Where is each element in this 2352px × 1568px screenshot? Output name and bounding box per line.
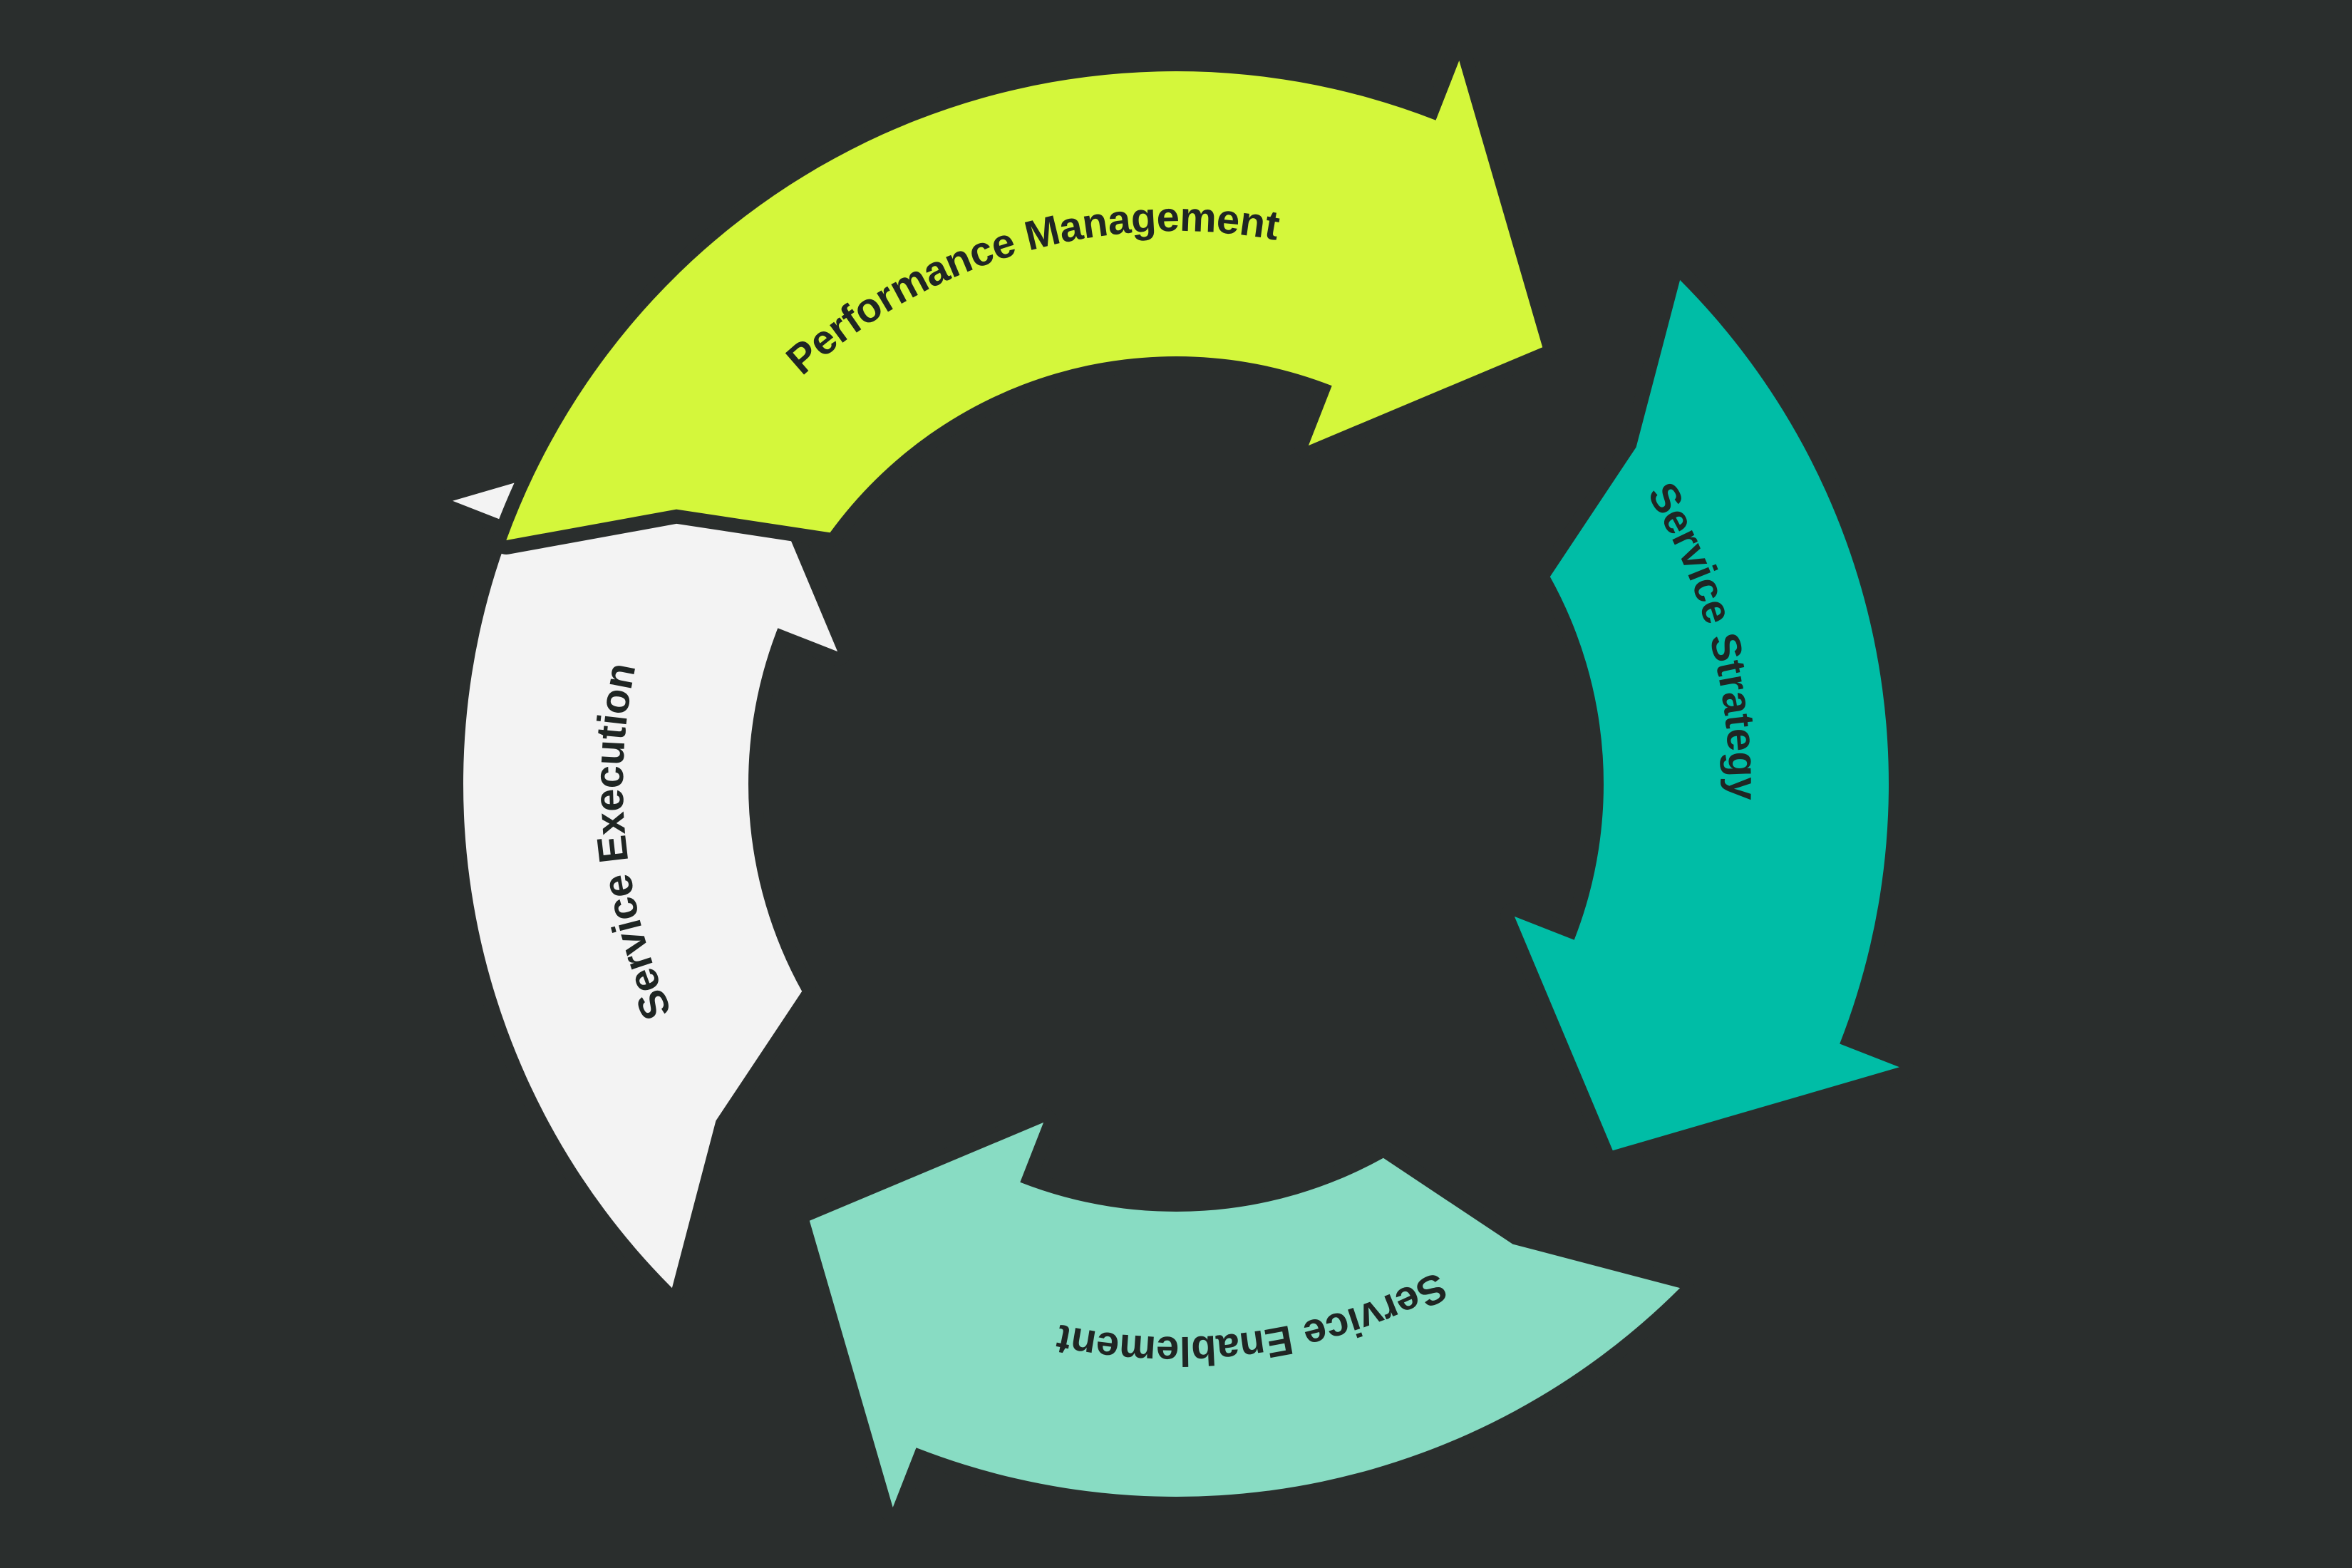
arrows-layer [438, 46, 1914, 1522]
arrow-service-enablement [795, 1108, 1695, 1522]
arrow-service-strategy [1500, 265, 1914, 1165]
arrow-service-execution [438, 403, 852, 1303]
arrow-performance-management [492, 46, 1557, 555]
